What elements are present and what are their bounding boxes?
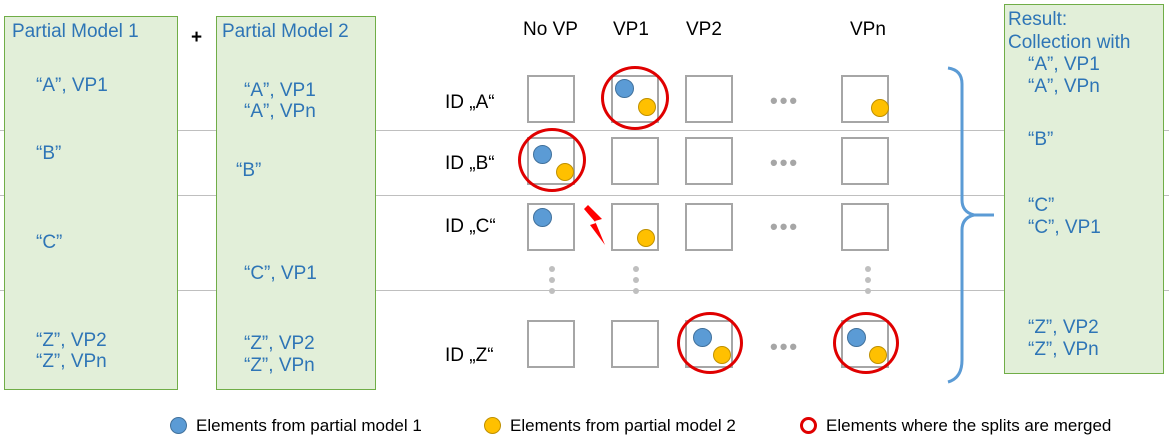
result-entry-z-vp2: “Z”, VP2 [1028, 317, 1099, 338]
partial-model-1-title: Partial Model 1 [12, 21, 139, 42]
cell-c-vp1 [611, 203, 659, 251]
merge-ring [601, 66, 669, 130]
result-entry-z-vpn: “Z”, VPn [1028, 339, 1099, 360]
plus-operator: + [191, 27, 203, 48]
column-header-vp1: VP1 [613, 19, 649, 40]
legend-model1-label: Elements from partial model 1 [196, 416, 422, 435]
model2-element-dot [637, 229, 655, 247]
collection-bracket [947, 66, 994, 384]
column-header-vp2: VP2 [686, 19, 722, 40]
merge-ring [677, 312, 743, 374]
result-entry-a-vp1: “A”, VP1 [1028, 54, 1100, 75]
cell-a-no-vp [527, 75, 575, 123]
vertical-ellipsis [865, 266, 871, 299]
row-separator [0, 130, 1169, 131]
legend-model2-label: Elements from partial model 2 [510, 416, 736, 435]
ellipsis-a: ••• [770, 88, 800, 113]
pm1-entry-c: “C” [36, 232, 63, 253]
pm1-entry-a-vp1: “A”, VP1 [36, 75, 108, 96]
column-header-vpn: VPn [850, 19, 886, 40]
pm2-entry-a-vp1: “A”, VP1 [244, 80, 316, 101]
pm1-entry-b: “B” [36, 143, 62, 164]
result-title-line2: Collection with [1008, 32, 1131, 53]
partial-model-2-title: Partial Model 2 [222, 21, 349, 42]
vertical-ellipsis [633, 266, 639, 299]
cell-a-vp2 [685, 75, 733, 123]
pm2-entry-z-vp2: “Z”, VP2 [244, 333, 315, 354]
row-label-z: ID „Z“ [445, 345, 494, 366]
row-label-b: ID „B“ [445, 153, 495, 174]
cell-z-vp1 [611, 320, 659, 368]
cell-c-no-vp [527, 203, 575, 251]
merge-ring [518, 128, 586, 192]
cell-b-vp1 [611, 137, 659, 185]
column-header-no-vp: No VP [523, 19, 578, 40]
row-separator [0, 195, 1169, 196]
cell-b-vpn [841, 137, 889, 185]
cell-c-vpn [841, 203, 889, 251]
vertical-ellipsis [549, 266, 555, 299]
legend-merged-label: Elements where the splits are merged [826, 416, 1112, 435]
partial-model-2-panel [216, 16, 376, 390]
result-entry-b: “B” [1028, 129, 1054, 150]
ellipsis-b: ••• [770, 150, 800, 175]
pm1-entry-z-vp2: “Z”, VP2 [36, 330, 107, 351]
pm2-entry-b: “B” [236, 160, 262, 181]
cell-b-vp2 [685, 137, 733, 185]
result-entry-a-vpn: “A”, VPn [1028, 76, 1100, 97]
ellipsis-z: ••• [770, 334, 800, 359]
model2-element-dot [871, 99, 889, 117]
pm2-entry-c-vp1: “C”, VP1 [244, 263, 317, 284]
result-entry-c: “C” [1028, 195, 1055, 216]
ellipsis-c: ••• [770, 214, 800, 239]
merge-ring [833, 312, 899, 374]
pm2-entry-a-vpn: “A”, VPn [244, 101, 316, 122]
result-entry-c-vp1: “C”, VP1 [1028, 217, 1101, 238]
partial-model-1-panel [4, 16, 178, 390]
conflict-lightning-icon [584, 205, 605, 245]
row-label-a: ID „A“ [445, 92, 495, 113]
pm1-entry-z-vpn: “Z”, VPn [36, 351, 107, 372]
cell-a-vpn [841, 75, 889, 123]
pm2-entry-z-vpn: “Z”, VPn [244, 355, 315, 376]
row-label-c: ID „C“ [445, 216, 496, 237]
result-panel [1004, 4, 1164, 374]
legend-yellow-dot-icon [484, 417, 501, 434]
model1-element-dot [533, 208, 552, 227]
row-separator [0, 290, 1169, 291]
result-title-line1: Result: [1008, 9, 1068, 30]
legend-blue-dot-icon [170, 417, 187, 434]
legend-red-ring-icon [800, 417, 817, 434]
cell-c-vp2 [685, 203, 733, 251]
cell-z-no-vp [527, 320, 575, 368]
